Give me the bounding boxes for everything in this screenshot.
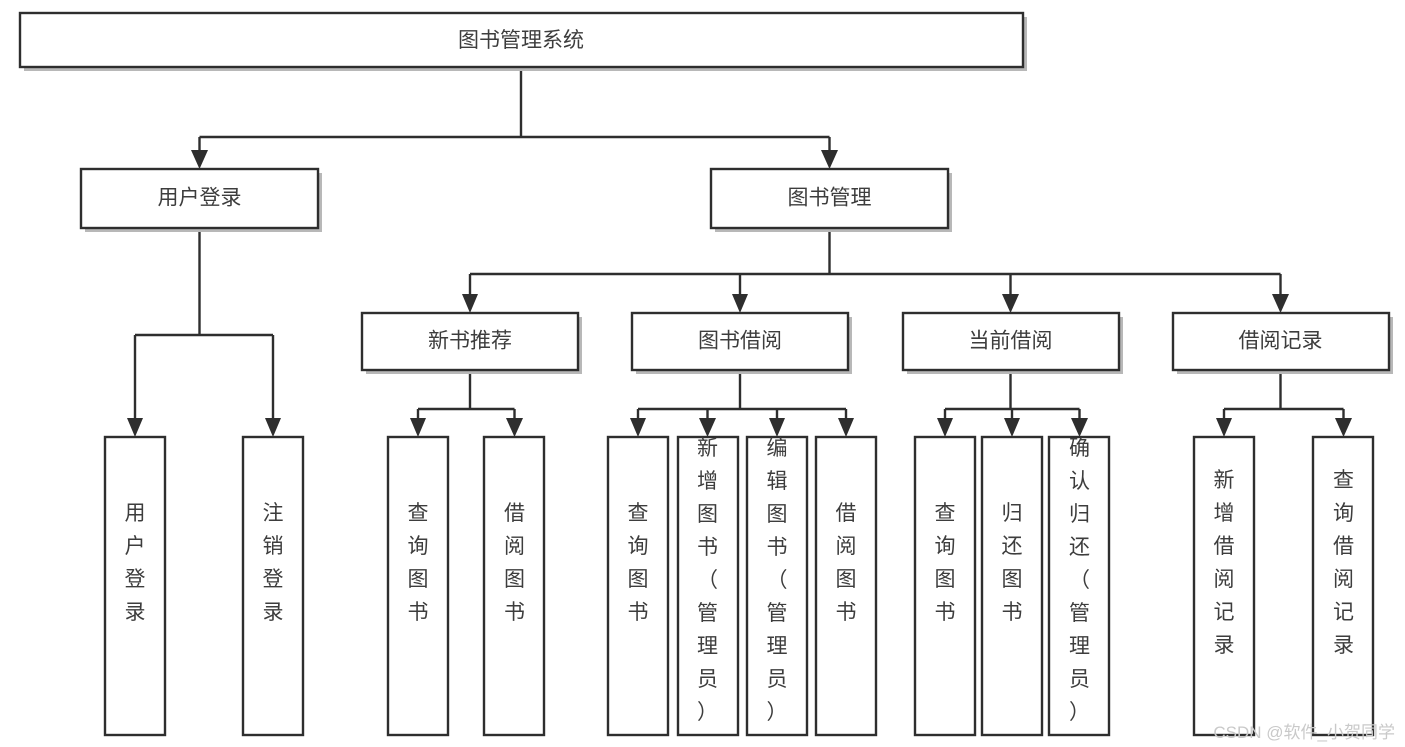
connector-layer — [127, 67, 1352, 437]
node-book-borrow[interactable]: 图书借阅 — [630, 311, 852, 374]
leaf-current-borrow-1[interactable]: 查询图书 — [913, 435, 977, 737]
node-current-borrow[interactable]: 当前借阅 — [901, 311, 1123, 374]
leaf-current-borrow-1-label: 查询图书 — [935, 502, 956, 624]
arrow-record-leaf-1 — [1216, 418, 1232, 437]
arrow-bookmanage-child-3 — [1002, 294, 1019, 313]
csdn-watermark: CSDN @软件_小贺同学 — [1213, 723, 1395, 742]
leaf-new-book-2[interactable]: 借阅图书 — [482, 435, 546, 737]
leaf-user-login-2-box[interactable] — [241, 435, 305, 737]
arrow-bookmanage-child-2 — [732, 294, 748, 313]
leaf-new-book-1-box[interactable] — [386, 435, 450, 737]
leaf-new-book-2-label: 借阅图书 — [504, 502, 525, 624]
arrow-borrow-leaf-1 — [630, 418, 646, 437]
leaf-borrow-record-2-label: 查询借阅记录 — [1333, 469, 1354, 657]
leaf-current-borrow-1-box[interactable] — [913, 435, 977, 737]
arrow-borrow-leaf-3 — [769, 418, 785, 437]
leaf-user-login-2[interactable]: 注销登录 — [241, 435, 305, 737]
leaf-new-book-1[interactable]: 查询图书 — [386, 435, 450, 737]
node-book-manage-box[interactable] — [709, 167, 950, 230]
leaf-book-borrow-4-box[interactable] — [814, 435, 878, 737]
node-user-login[interactable]: 用户登录 — [79, 167, 322, 232]
node-book-borrow-box[interactable] — [630, 311, 850, 372]
leaf-borrow-record-2-box[interactable] — [1311, 435, 1375, 737]
leaf-current-borrow-3-box[interactable] — [1047, 435, 1111, 737]
leaf-book-borrow-4-label: 借阅图书 — [836, 502, 857, 624]
node-borrow-record[interactable]: 借阅记录 — [1171, 311, 1393, 374]
leaf-book-borrow-1-box[interactable] — [606, 435, 670, 737]
arrow-current-leaf-1 — [937, 418, 953, 437]
leaf-book-borrow-2-box[interactable] — [676, 435, 740, 737]
leaf-current-borrow-2[interactable]: 归还图书 — [980, 435, 1044, 737]
leaf-book-borrow-3-box[interactable] — [745, 435, 809, 737]
arrow-newbook-leaf-1 — [410, 418, 426, 437]
node-borrow-record-box[interactable] — [1171, 311, 1391, 372]
leaf-borrow-record-1[interactable]: 新增借阅记录 — [1192, 435, 1256, 737]
leaf-current-borrow-3[interactable]: 确认归还（管理员） — [1047, 435, 1111, 737]
node-book-borrow-label: 图书借阅 — [698, 330, 782, 353]
node-root[interactable]: 图书管理系统 — [18, 11, 1027, 71]
leaf-new-book-1-label: 查询图书 — [408, 502, 429, 624]
leaf-user-login-1-box[interactable] — [103, 435, 167, 737]
leaf-borrow-record-1-label: 新增借阅记录 — [1214, 469, 1235, 657]
leaf-book-borrow-3-label: 编辑图书（管理员） — [767, 437, 788, 724]
node-user-login-label: 用户登录 — [158, 187, 242, 210]
leaf-book-borrow-4[interactable]: 借阅图书 — [814, 435, 878, 737]
arrow-borrow-leaf-4 — [838, 418, 854, 437]
leaf-borrow-record-1-box[interactable] — [1192, 435, 1256, 737]
arrow-bookmanage-child-1 — [462, 294, 478, 313]
node-borrow-record-label: 借阅记录 — [1239, 330, 1323, 353]
node-current-borrow-box[interactable] — [901, 311, 1121, 372]
node-new-book-recommend-label: 新书推荐 — [428, 330, 512, 353]
arrow-bookmanage-child-4 — [1272, 294, 1289, 313]
arrow-newbook-leaf-2 — [506, 418, 523, 437]
node-book-manage-label: 图书管理 — [788, 187, 872, 210]
leaf-borrow-record-2[interactable]: 查询借阅记录 — [1311, 435, 1375, 737]
leaf-new-book-2-box[interactable] — [482, 435, 546, 737]
leaf-book-borrow-1[interactable]: 查询图书 — [606, 435, 670, 737]
node-root-box[interactable] — [18, 11, 1025, 69]
leaf-book-borrow-2-label: 新增图书（管理员） — [697, 437, 718, 724]
node-root-label: 图书管理系统 — [458, 29, 584, 52]
leaf-user-login-2-label: 注销登录 — [263, 502, 284, 624]
node-new-book-recommend-box[interactable] — [360, 311, 580, 372]
leaf-user-login-1-label: 用户登录 — [125, 502, 146, 624]
node-user-login-box[interactable] — [79, 167, 320, 230]
arrow-current-leaf-2 — [1004, 418, 1020, 437]
leaf-current-borrow-3-label: 确认归还（管理员） — [1069, 437, 1090, 724]
node-current-borrow-label: 当前借阅 — [969, 330, 1053, 353]
node-new-book-recommend[interactable]: 新书推荐 — [360, 311, 582, 374]
leaf-book-borrow-2[interactable]: 新增图书（管理员） — [676, 435, 740, 737]
leaf-current-borrow-2-box[interactable] — [980, 435, 1044, 737]
arrow-borrow-leaf-2 — [699, 418, 716, 437]
arrow-root-to-user-login — [191, 150, 208, 169]
arrow-root-to-book-manage — [821, 150, 838, 169]
arrow-userlogin-leaf-2 — [265, 418, 281, 437]
arrow-record-leaf-2 — [1335, 418, 1352, 437]
arrow-userlogin-leaf-1 — [127, 418, 143, 437]
leaf-book-borrow-3[interactable]: 编辑图书（管理员） — [745, 435, 809, 737]
node-book-manage[interactable]: 图书管理 — [709, 167, 952, 232]
leaf-book-borrow-1-label: 查询图书 — [628, 502, 649, 624]
leaf-user-login-1[interactable]: 用户登录 — [103, 435, 167, 737]
leaf-current-borrow-2-label: 归还图书 — [1002, 502, 1023, 624]
arrow-current-leaf-3 — [1071, 418, 1088, 437]
